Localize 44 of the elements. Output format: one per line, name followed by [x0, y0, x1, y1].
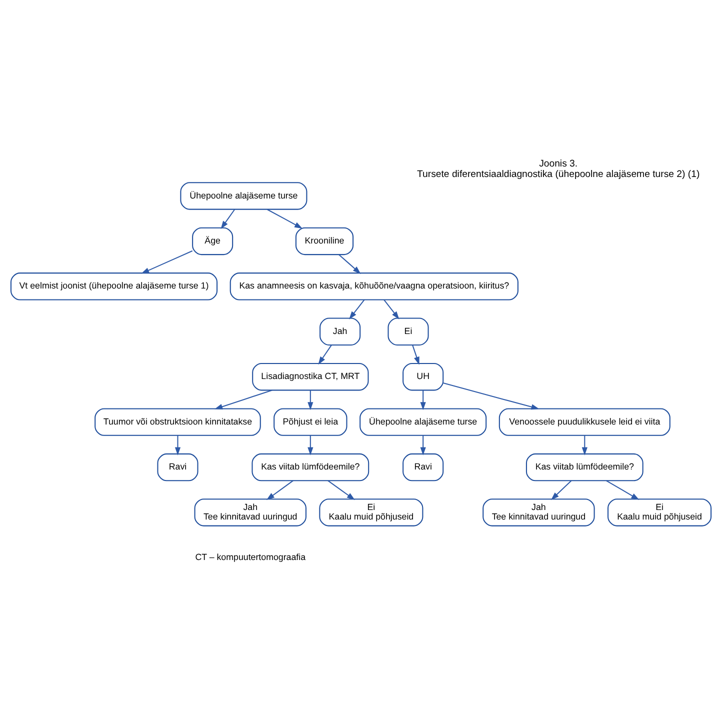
arrow [550, 480, 572, 500]
node-box: Venoossele puudulikkusele leid ei viita [498, 408, 670, 436]
node-box: Äge [192, 226, 234, 255]
node-box: Krooniline [295, 226, 354, 255]
arrow [582, 434, 588, 455]
node-box: Tuumor või obstruktsioon kinnitatakse [94, 408, 261, 436]
node-box: Ühepoolne alajäseme turse [180, 182, 308, 210]
node-box: Kas viitab lümfödeemile? [252, 452, 370, 481]
arrow [266, 208, 303, 228]
node-box: Ei [388, 317, 429, 345]
node-box: Vt eelmist joonist (ühepoolne alajäseme turse 1) [10, 272, 218, 300]
arrow [220, 208, 236, 228]
arrow [318, 344, 332, 364]
node-box: Ei Kaalu muid põhjuseid [607, 498, 712, 526]
arrow [214, 389, 272, 409]
arrow [308, 390, 314, 410]
node-box: Lisadiagnostika CT, MRT [252, 362, 369, 390]
arrow [308, 434, 314, 455]
arrow [420, 390, 426, 410]
label: CT – kompuutertomograafia [195, 551, 306, 562]
node-box: Ravi [402, 452, 444, 481]
diagram-title: Joonis 3. [539, 158, 578, 170]
arrow [412, 344, 420, 364]
arrow [606, 480, 640, 500]
arrow [266, 480, 294, 500]
node-box: Ravi [157, 452, 198, 481]
node-box: Jah [320, 317, 361, 345]
node-box: Ühepoolne alajäseme turse [360, 408, 487, 436]
node-box: Jah Tee kinnitavad uuringud [194, 498, 306, 526]
arrow [443, 382, 540, 410]
arrow [141, 250, 193, 274]
caption: Tursete diferentsiaaldiagnostika (ühepoolne alajäseme turse 2) (1) [417, 168, 700, 180]
arrow [328, 480, 355, 500]
arrow [174, 434, 181, 455]
node-box: UH [402, 362, 444, 390]
arrow [338, 254, 361, 274]
node-box: Põhjust ei leia [274, 408, 348, 436]
node-box: Kas anamneesis on kasvaja, kõhuõõne/vaagna operatsioon, kiiritus? [230, 272, 518, 300]
node-box: Ei Kaalu muid põhjuseid [319, 498, 424, 526]
arrow [349, 298, 365, 319]
arrow [420, 434, 426, 455]
arrow [384, 298, 400, 319]
node-box: Jah Tee kinnitavad uuringud [482, 498, 595, 526]
node-box: Kas viitab lümfödeemile? [526, 452, 644, 481]
